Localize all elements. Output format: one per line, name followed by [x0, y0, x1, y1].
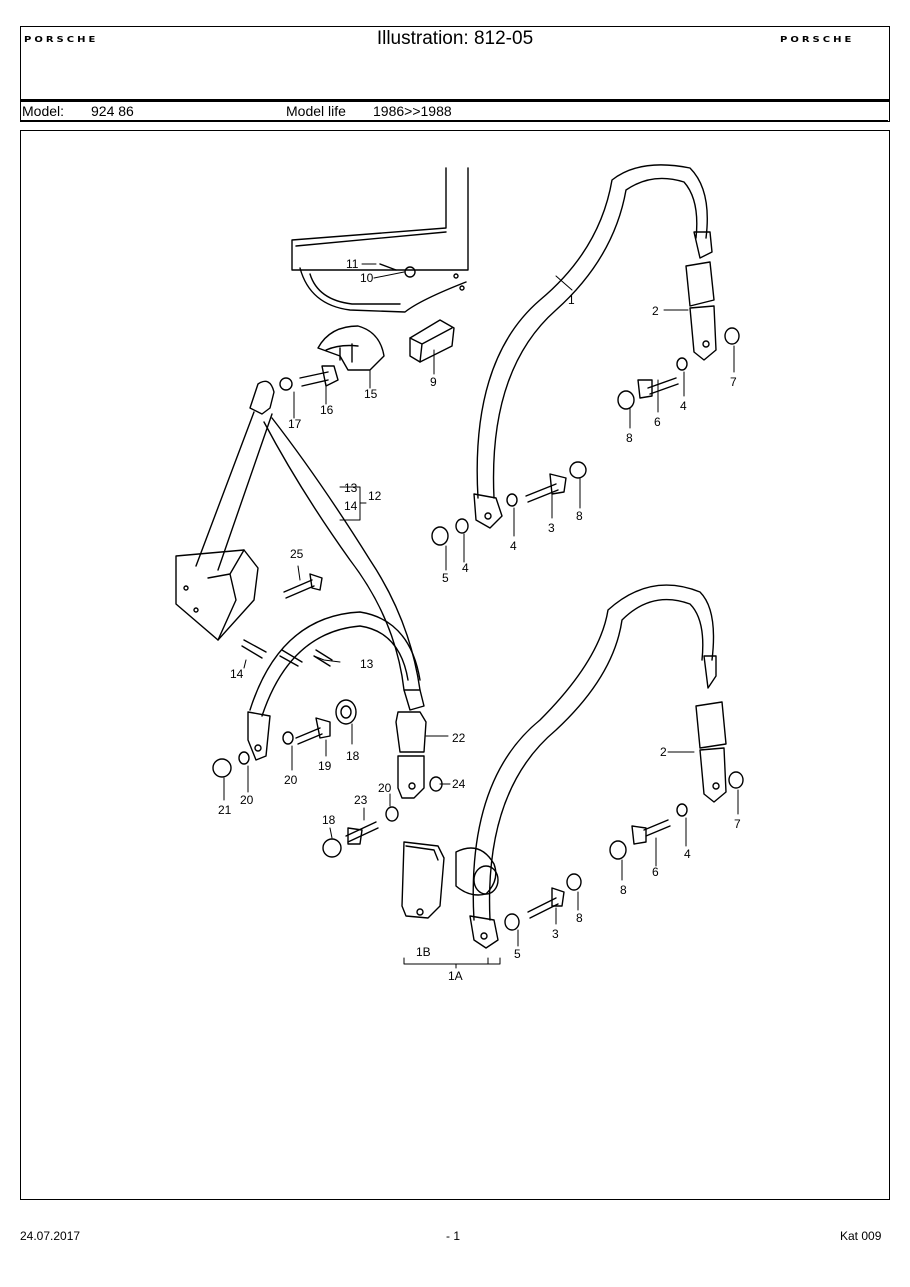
model-life-label: Model life: [286, 103, 346, 119]
callout: 12: [368, 489, 382, 503]
callout: 11: [346, 257, 359, 271]
callout: 4: [510, 539, 517, 553]
callout: 17: [288, 417, 302, 431]
meta-divider: [20, 99, 890, 102]
guide-9: [409, 319, 455, 363]
callout: 6: [654, 415, 661, 429]
callout: 22: [452, 731, 466, 745]
callout: 8: [620, 883, 627, 897]
callout: 10: [360, 271, 374, 285]
model-value: 924 86: [91, 103, 134, 119]
cover-15: [317, 325, 385, 371]
callout: 15: [364, 387, 378, 401]
callout: 24: [452, 777, 466, 791]
buckle-block: [401, 841, 445, 919]
callout: 7: [730, 375, 737, 389]
callout: 4: [684, 847, 691, 861]
callout: 20: [284, 773, 298, 787]
belt-assembly-lower-right: [455, 584, 727, 949]
callout: 19: [318, 759, 332, 773]
callout: 21: [218, 803, 232, 817]
callout: 18: [322, 813, 336, 827]
callout: 13: [344, 481, 358, 495]
footer-catalog: Kat 009: [840, 1229, 882, 1243]
callout: 5: [514, 947, 521, 961]
callout: 13: [360, 657, 374, 671]
callout: 7: [734, 817, 741, 831]
callout: 1A: [448, 969, 463, 983]
illustration-frame: [20, 130, 890, 1200]
page-title: Illustration: 812-05: [376, 28, 534, 49]
callout-labels: 11 10 9 15 16 17 13 14 12 25 14 13 1 2 7…: [218, 257, 741, 983]
model-label: Model:: [22, 103, 65, 119]
callout: 4: [462, 561, 469, 575]
callout: 16: [320, 403, 334, 417]
callout: 6: [652, 865, 659, 879]
callout: 8: [626, 431, 633, 445]
callout: 1B: [416, 945, 431, 959]
porsche-logo-right: PORSCHE: [780, 36, 855, 45]
meta-bottom-rule: [20, 120, 888, 122]
callout: 2: [660, 745, 667, 759]
callout: 14: [230, 667, 244, 681]
callout: 20: [378, 781, 392, 795]
callout: 8: [576, 509, 583, 523]
header-box: [20, 26, 890, 122]
model-life-value: 1986>>1988: [373, 103, 452, 119]
callout: 2: [652, 304, 659, 318]
porsche-logo-left: PORSCHE: [24, 36, 99, 45]
callout: 18: [346, 749, 360, 763]
callout: 5: [442, 571, 449, 585]
callout: 3: [552, 927, 559, 941]
body-panel: [291, 167, 469, 313]
callout: 23: [354, 793, 368, 807]
belt-assembly-upper-right: [473, 164, 717, 529]
footer-page: - 1: [446, 1229, 461, 1243]
callout: 1: [568, 293, 575, 307]
callout: 20: [240, 793, 254, 807]
hardware: [212, 263, 744, 931]
callout: 8: [576, 911, 583, 925]
callout: 4: [680, 399, 687, 413]
callout-leaders: [223, 263, 739, 969]
callout: 3: [548, 521, 555, 535]
lap-belt-left: [247, 611, 421, 761]
callout: 25: [290, 547, 304, 561]
buckle-22: [395, 711, 427, 799]
callout: 9: [430, 375, 437, 389]
footer-date: 24.07.2017: [20, 1229, 81, 1243]
callout: 14: [344, 499, 358, 513]
